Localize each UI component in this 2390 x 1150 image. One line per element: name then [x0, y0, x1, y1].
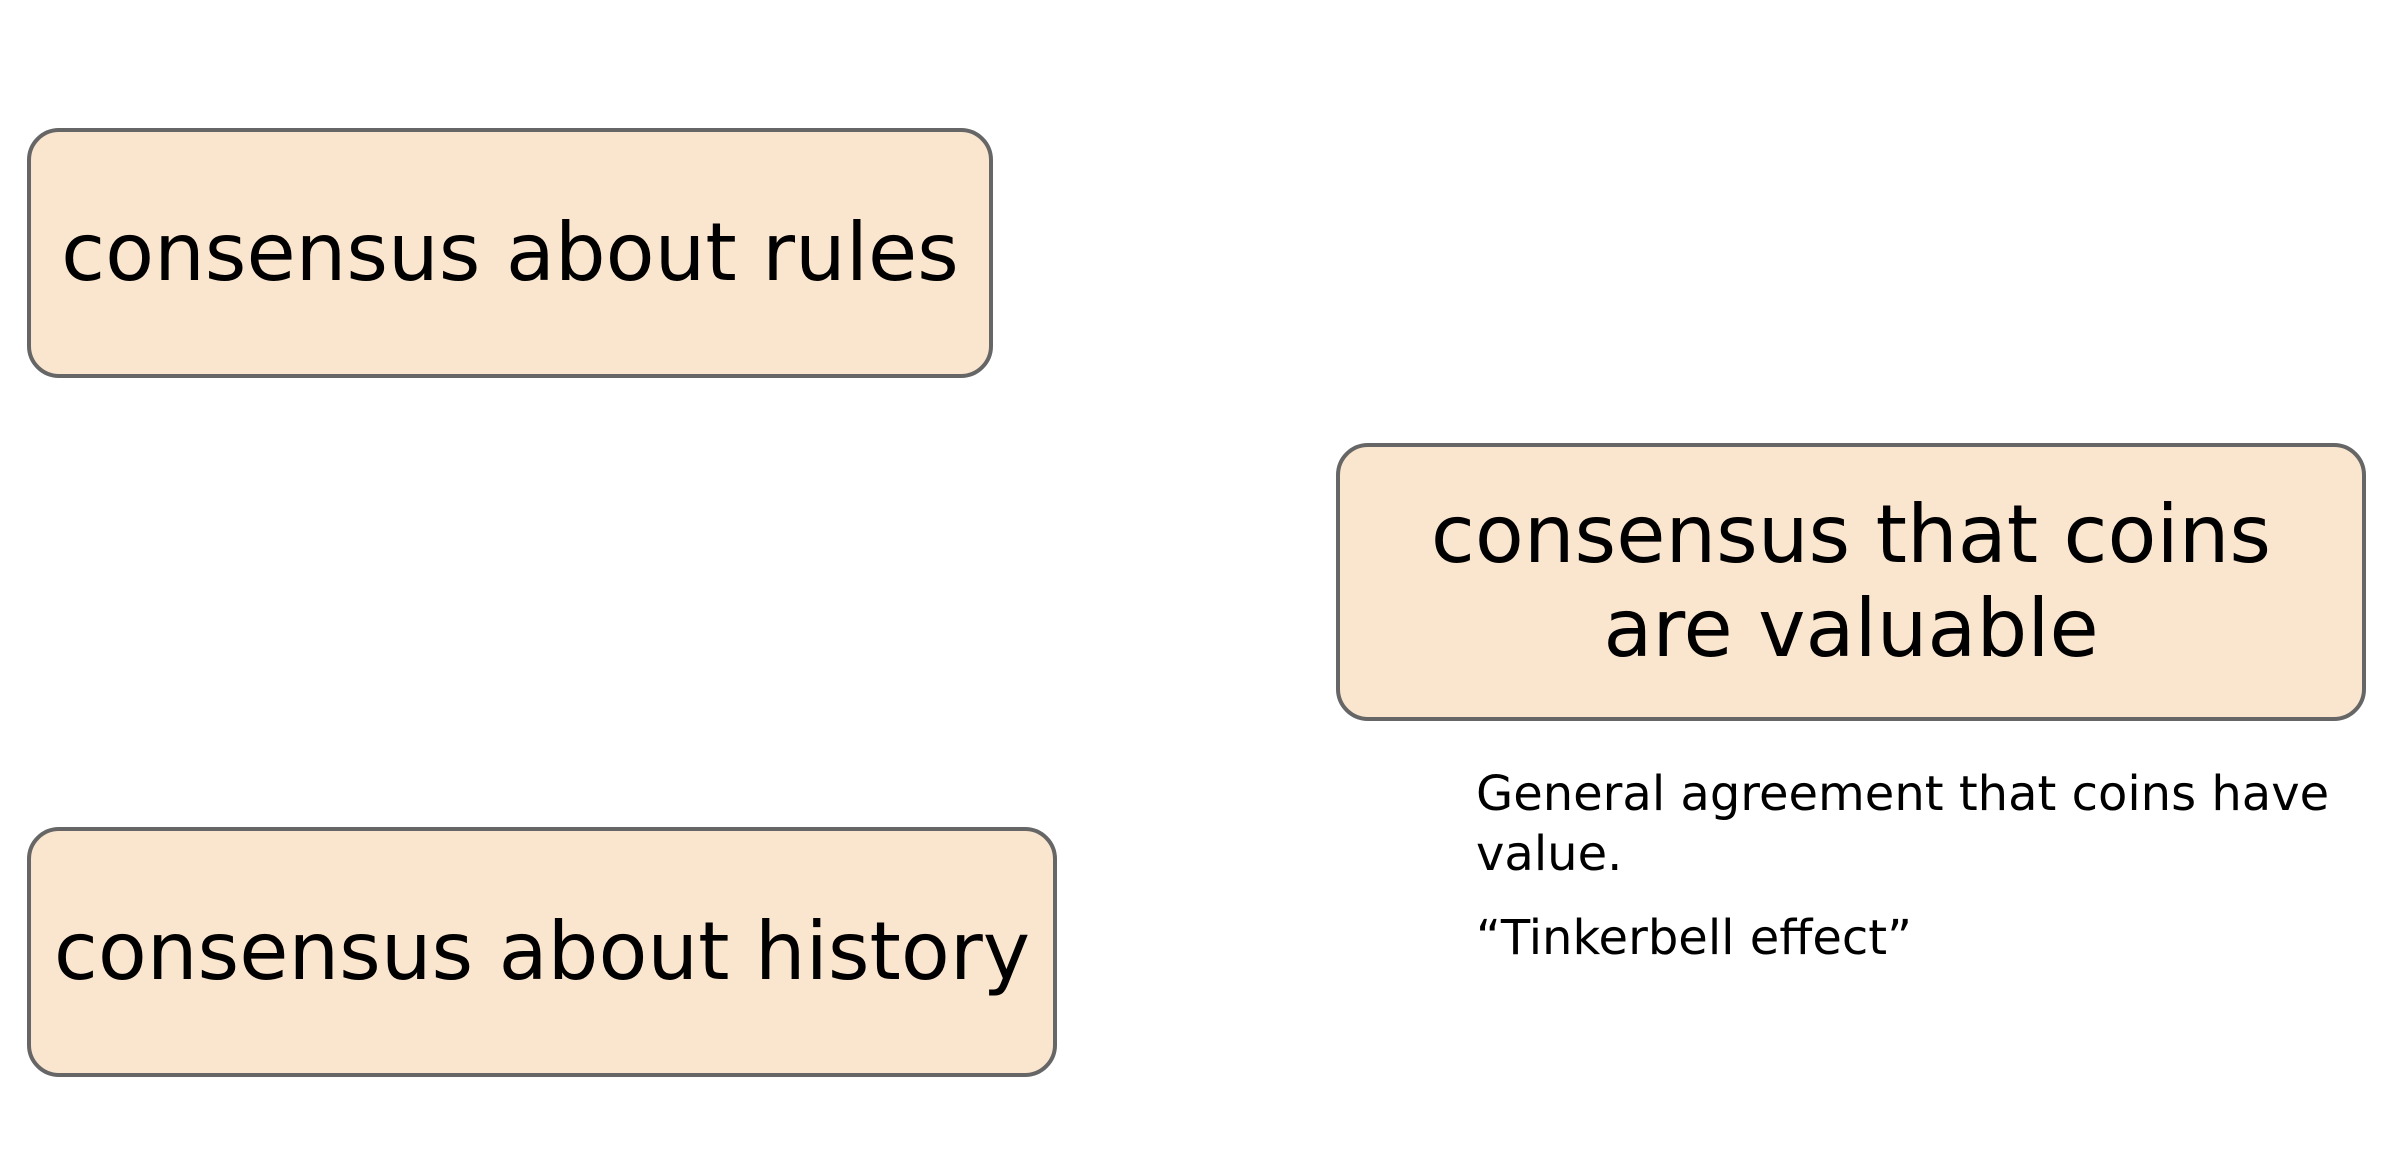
consensus-value-label: consensus that coins are valuable	[1430, 488, 2272, 675]
consensus-rules-label: consensus about rules	[61, 206, 959, 299]
consensus-history-box: consensus about history	[27, 827, 1057, 1077]
tinkerbell-effect-text: “Tinkerbell effect”	[1476, 910, 1912, 966]
value-notes: General agreement that coins have value.…	[1476, 764, 2336, 992]
consensus-value-box: consensus that coins are valuable	[1336, 443, 2366, 721]
value-definition-text: General agreement that coins have value.	[1476, 766, 2330, 882]
consensus-history-label: consensus about history	[53, 905, 1031, 998]
consensus-rules-box: consensus about rules	[27, 128, 993, 378]
